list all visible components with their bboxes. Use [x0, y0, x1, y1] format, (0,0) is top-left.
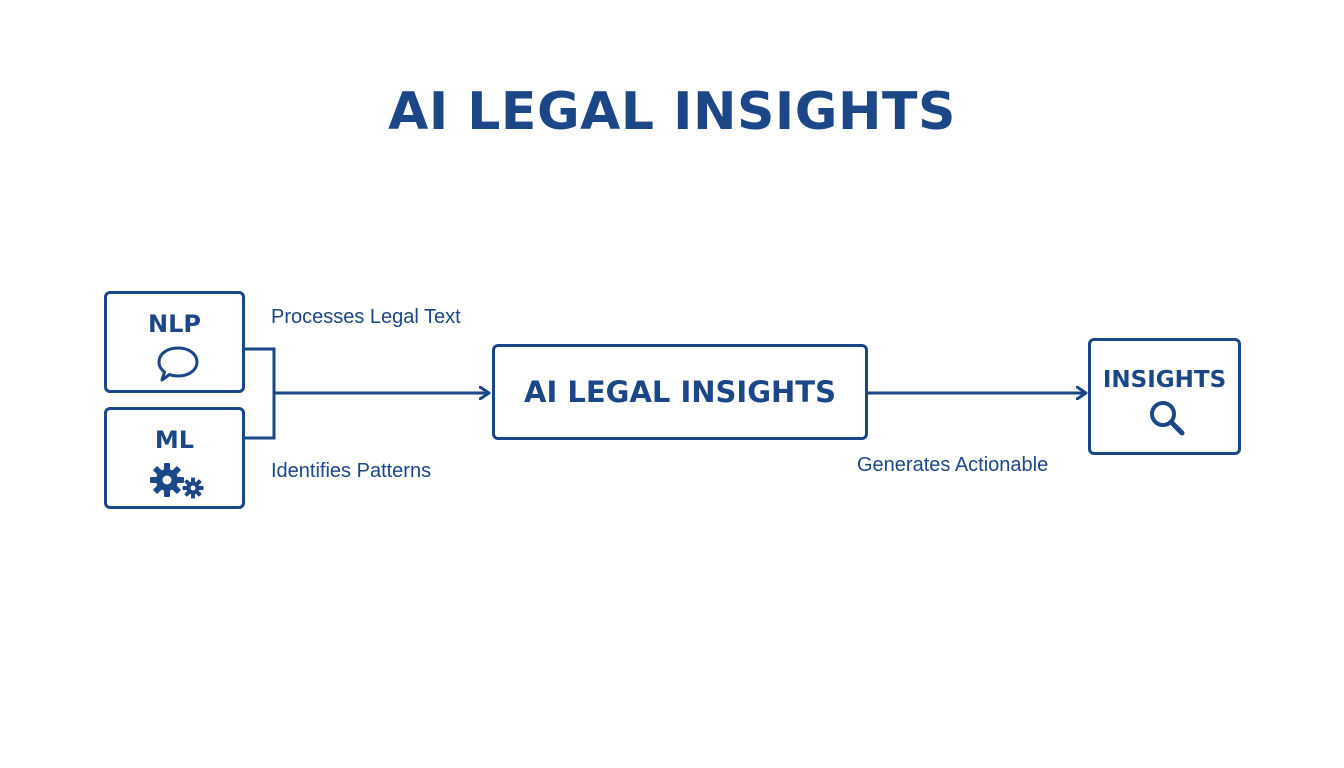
ml-caption: Identifies Patterns — [271, 460, 432, 482]
speech-bubble-icon — [157, 346, 199, 382]
diagram-title: AI LEGAL INSIGHTS — [388, 82, 956, 142]
nlp-box: NLP — [104, 291, 245, 393]
center-label: AI LEGAL INSIGHTS — [524, 375, 836, 409]
insights-caption: Generates Actionable — [857, 454, 1049, 476]
center-box: AI LEGAL INSIGHTS — [492, 344, 868, 440]
gears-icon — [150, 463, 204, 499]
nlp-label: NLP — [148, 310, 201, 338]
nlp-caption: Processes Legal Text — [271, 306, 461, 328]
magnifier-icon — [1150, 401, 1185, 436]
ml-box: ML — [104, 407, 245, 509]
merge-bracket — [244, 347, 276, 440]
insights-label: INSIGHTS — [1102, 367, 1227, 393]
insights-box: INSIGHTS — [1088, 338, 1241, 455]
ml-label: ML — [154, 426, 195, 454]
